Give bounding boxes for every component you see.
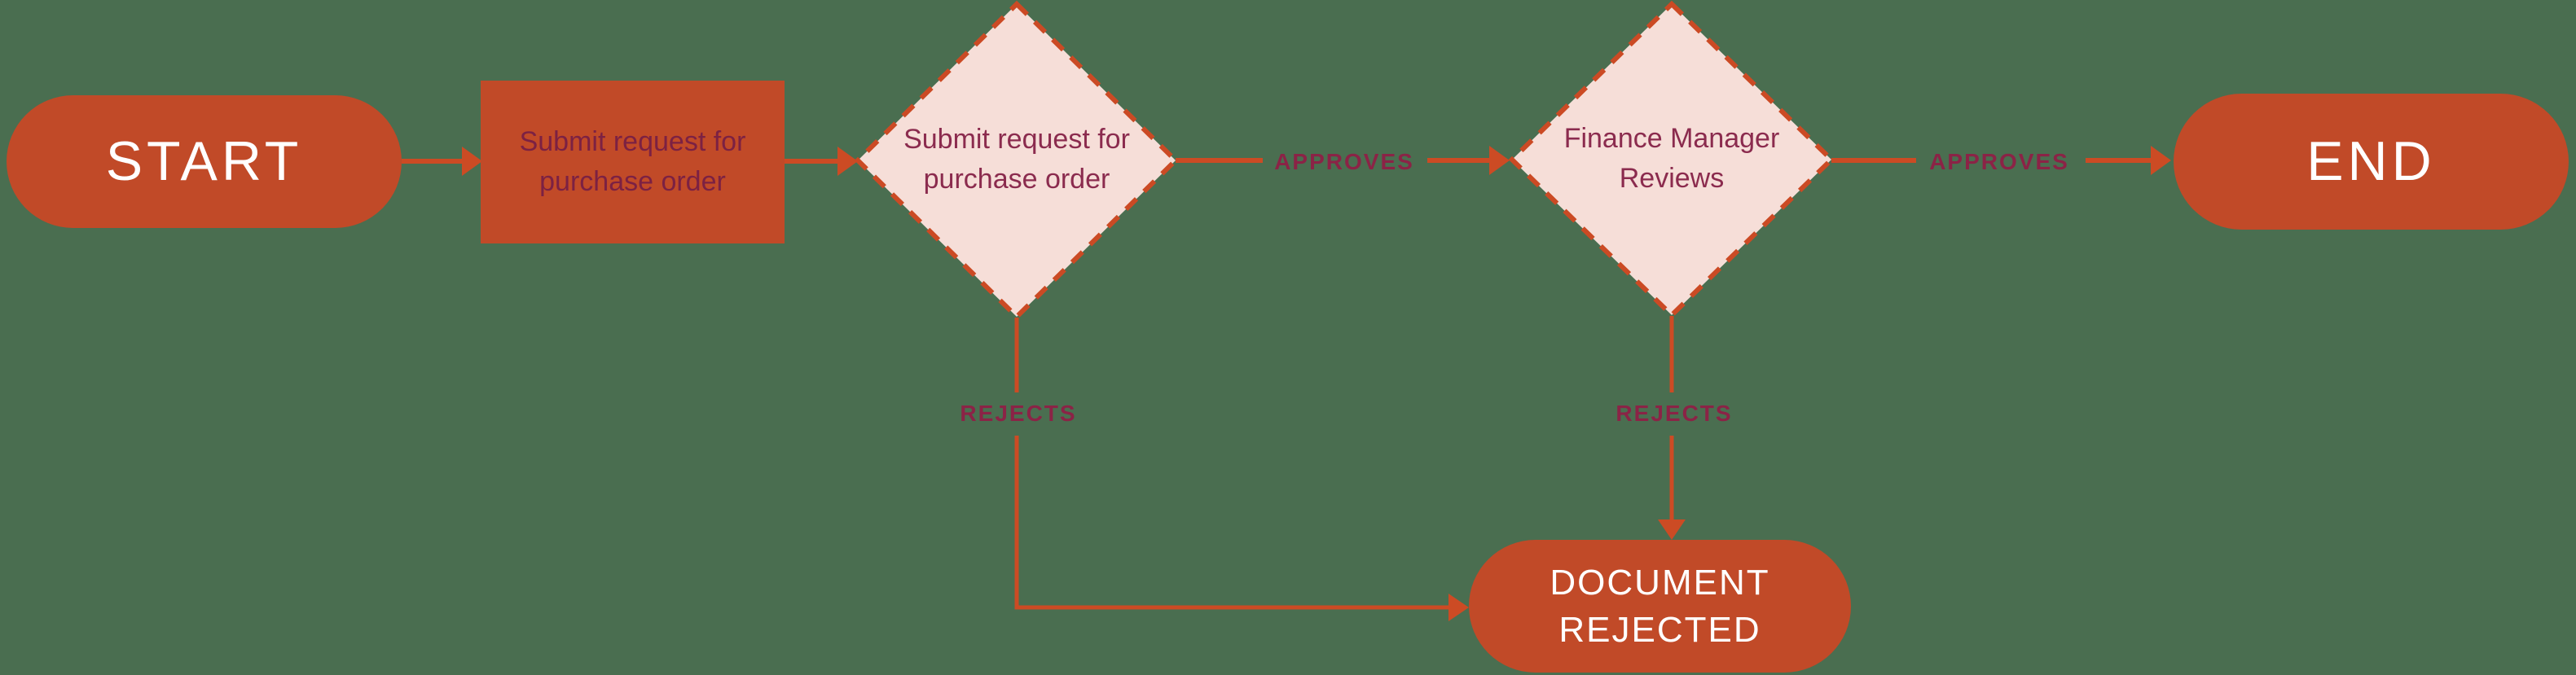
document-rejected-line2: REJECTED xyxy=(1558,609,1761,650)
decision2-diamond xyxy=(1508,0,1835,319)
arrowhead-rejects1-to-document xyxy=(1448,594,1469,621)
arrowhead-rejects2-to-document xyxy=(1658,519,1686,540)
document-rejected-text: DOCUMENT REJECTED xyxy=(1550,559,1769,652)
node-submit-process: Submit request for purchase order xyxy=(481,81,785,243)
start-label: START xyxy=(105,130,303,193)
edge-decision1-rejects-b xyxy=(1014,436,1448,610)
decision1-diamond xyxy=(854,0,1180,321)
node-document-rejected: DOCUMENT REJECTED xyxy=(1469,540,1851,673)
submit-process-text: Submit request for purchase order xyxy=(520,122,746,203)
end-label: END xyxy=(2306,130,2436,193)
node-start: START xyxy=(7,95,402,228)
arrowhead-decision1-to-decision2 xyxy=(1489,146,1510,175)
arrowhead-decision2-to-end xyxy=(2151,146,2171,175)
edge-label-approves-2: APPROVES xyxy=(1929,149,2069,174)
node-end: END xyxy=(2174,94,2569,230)
edge-label-rejects-2: REJECTS xyxy=(1615,401,1733,426)
edge-label-rejects-1: REJECTS xyxy=(960,401,1077,426)
document-rejected-line1: DOCUMENT xyxy=(1550,563,1770,603)
submit-process-line2: purchase order xyxy=(539,166,726,197)
edge-label-approves-1: APPROVES xyxy=(1274,149,1414,174)
arrowhead-process-to-decision1 xyxy=(837,147,858,176)
arrowhead-start-to-process xyxy=(462,147,482,176)
submit-process-line1: Submit request for xyxy=(519,125,746,157)
